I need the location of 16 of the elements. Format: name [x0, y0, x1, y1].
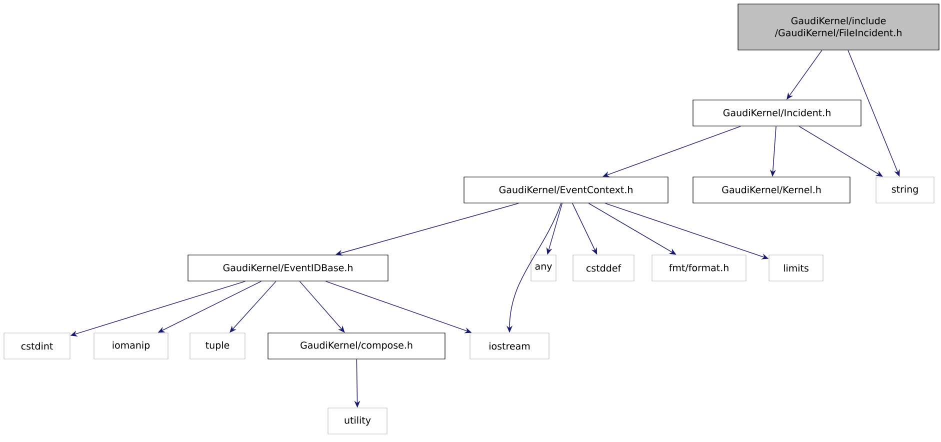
file-box: limits — [768, 254, 824, 282]
file-box: iostream — [470, 332, 550, 360]
file-box: utility — [328, 408, 388, 434]
file-box: cstddef — [572, 254, 634, 282]
file-box: GaudiKernel/EventContext.h — [464, 176, 668, 204]
file-box: GaudiKernel/Incident.h — [692, 100, 862, 126]
file-box: iomanip — [94, 332, 168, 360]
file-box: tuple — [190, 332, 246, 360]
file-box: cstdint — [4, 332, 70, 360]
file-box: GaudiKernel/EventIDBase.h — [188, 254, 388, 282]
file-box: GaudiKernel/include /GaudiKernel/FileIncident.h — [738, 4, 940, 50]
file-box: GaudiKernel/Kernel.h — [692, 176, 850, 204]
file-box: any — [530, 254, 556, 282]
file-box: GaudiKernel/compose.h — [268, 332, 446, 360]
file-box: string — [876, 176, 934, 204]
file-box: fmt/format.h — [652, 254, 746, 282]
